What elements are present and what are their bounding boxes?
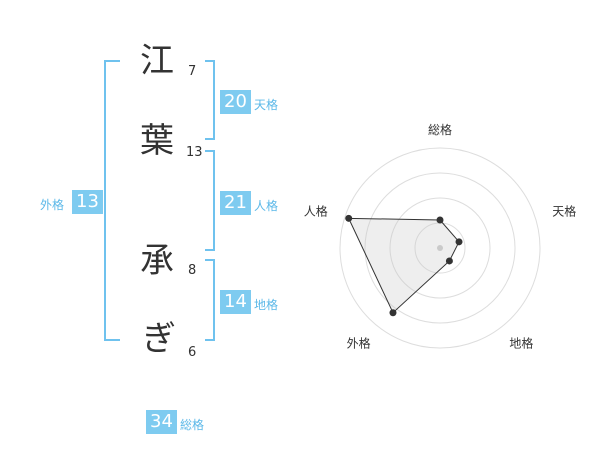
gaikaku-bracket — [104, 60, 120, 341]
tenkaku-bracket — [205, 60, 215, 140]
gaikaku-badge: 13 — [72, 190, 103, 214]
radar-point-4 — [389, 309, 397, 317]
jinkaku-badge: 21 — [220, 191, 251, 215]
name-char-4: ぎ — [142, 319, 176, 359]
radar-axis-label: 人格 — [304, 204, 328, 219]
stroke-count-2: 13 — [186, 145, 203, 160]
radar-axis-label: 外格 — [347, 335, 371, 350]
radar-point-5 — [345, 214, 353, 222]
soukaku-label: 総格 — [180, 418, 205, 432]
radar-axis-label: 総格 — [428, 122, 452, 137]
radar-area — [347, 217, 460, 314]
tenkaku-badge: 20 — [220, 90, 251, 114]
name-char-2: 葉 — [140, 121, 174, 161]
name-char-3: 承 — [140, 241, 174, 281]
radar-axis-label: 天格 — [552, 204, 576, 219]
radar-axis-label: 地格 — [509, 335, 533, 350]
chikaku-label: 地格 — [254, 298, 279, 312]
stroke-count-3: 8 — [188, 263, 197, 278]
chikaku-bracket — [205, 259, 215, 341]
jinkaku-label: 人格 — [254, 199, 279, 213]
name-char-1: 江 — [140, 41, 174, 81]
gaikaku-label: 外格 — [40, 198, 65, 212]
chikaku-badge: 14 — [220, 290, 251, 314]
stroke-count-4: 6 — [188, 345, 197, 360]
radar-point-2 — [455, 238, 463, 246]
radar-point-3 — [445, 257, 453, 265]
radar-point-1 — [436, 216, 444, 224]
radar-ring — [339, 147, 541, 349]
radar-center — [437, 245, 443, 251]
radar-ring — [364, 172, 516, 324]
stroke-count-1: 7 — [188, 64, 197, 79]
soukaku-badge: 34 — [146, 410, 177, 434]
tenkaku-label: 天格 — [254, 98, 279, 112]
jinkaku-bracket — [205, 150, 215, 251]
radar-ring — [389, 197, 491, 299]
